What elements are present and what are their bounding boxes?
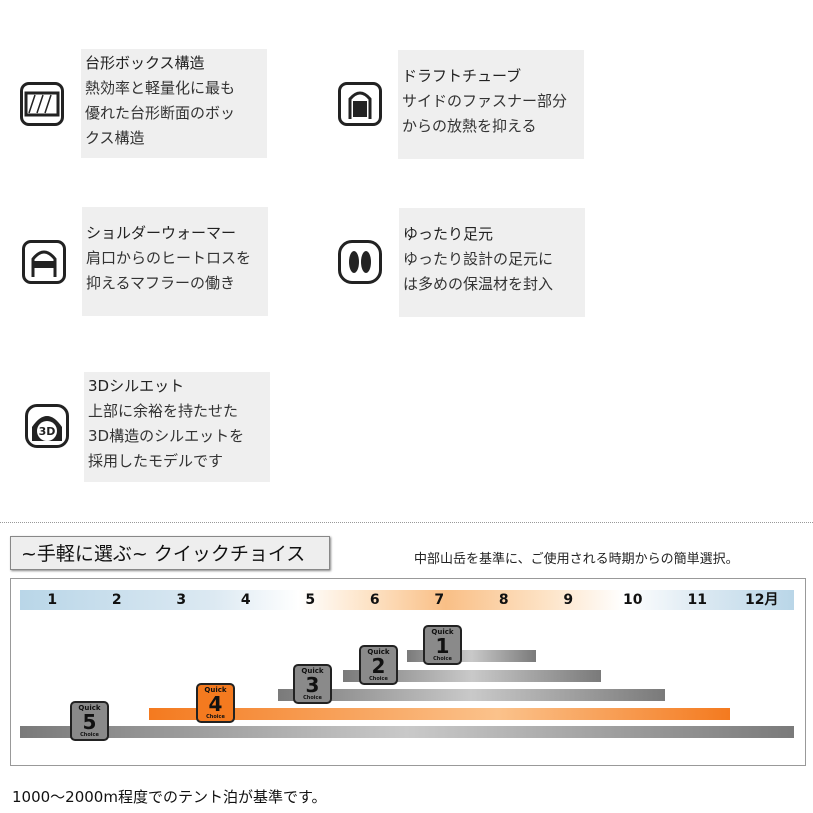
month-label: 6 <box>369 592 380 608</box>
badge-bottom: Choice <box>369 676 388 682</box>
feature-box-trapezoid: 台形ボックス構造 熱効率と軽量化に最も 優れた台形断面のボッ クス構造 <box>81 49 267 158</box>
feature-desc: 優れた台形断面のボッ <box>85 104 236 122</box>
foot-box-icon <box>338 240 382 284</box>
quick-choice-panel <box>10 578 806 766</box>
month-label: 12月 <box>745 592 779 608</box>
badge-top: Quick <box>78 704 101 712</box>
feature-title: 台形ボックス構造 <box>85 54 205 72</box>
badge-bottom: Choice <box>303 695 322 701</box>
feature-desc: 抑えるマフラーの働き <box>86 274 235 292</box>
feature-box-foot: ゆったり足元 ゆったり設計の足元に は多めの保温材を封入 <box>399 208 585 317</box>
draft-tube-icon <box>338 82 382 126</box>
feature-title: ショルダーウォーマー <box>86 224 237 242</box>
badge-bottom: Choice <box>206 714 225 720</box>
badge-top: Quick <box>204 686 227 694</box>
quick-choice-subtitle: 中部山岳を基準に、ご使用される時期からの簡単選択。 <box>414 552 739 567</box>
feature-desc: 熱効率と軽量化に最も <box>85 79 236 97</box>
svg-text:3D: 3D <box>39 425 56 438</box>
quick-choice-3-range-bar <box>278 689 665 701</box>
month-label: 1 <box>47 592 58 608</box>
feature-title: ゆったり足元 <box>403 225 494 243</box>
feature-box-shoulder: ショルダーウォーマー 肩口からのヒートロスを 抑えるマフラーの働き <box>82 207 268 316</box>
badge-top: Quick <box>301 667 324 675</box>
3d-silhouette-icon: 3D <box>25 404 69 448</box>
badge-bottom: Choice <box>80 732 99 738</box>
feature-title: 3Dシルエット <box>88 377 185 395</box>
trapezoid-box-icon <box>20 82 64 126</box>
month-label: 4 <box>240 592 251 608</box>
month-label: 3 <box>176 592 187 608</box>
feature-desc: 肩口からのヒートロスを <box>86 249 252 267</box>
quick-choice-4-range-bar <box>149 708 730 720</box>
month-label: 8 <box>498 592 509 608</box>
month-label: 7 <box>434 592 445 608</box>
feature-desc: 3D構造のシルエットを <box>88 427 245 445</box>
feature-desc: 採用したモデルです <box>88 452 224 470</box>
feature-desc: 上部に余裕を持たせた <box>88 402 239 420</box>
badge-number: 2 <box>371 654 386 678</box>
footer-note: 1000〜2000m程度でのテント泊が基準です。 <box>12 788 327 806</box>
month-strip: 1 2 3 4 5 6 7 8 9 10 11 12月 <box>20 590 794 610</box>
badge-top: Quick <box>431 628 454 636</box>
divider <box>0 522 813 523</box>
badge-number: 4 <box>208 692 223 716</box>
month-label: 9 <box>563 592 574 608</box>
badge-number: 1 <box>435 634 450 658</box>
feature-desc: クス構造 <box>85 129 145 147</box>
quick-choice-2-range-bar <box>342 670 601 682</box>
month-label: 5 <box>305 592 316 608</box>
month-label: 10 <box>623 592 643 608</box>
feature-desc: は多めの保温材を封入 <box>403 275 554 293</box>
feature-desc: からの放熱を抑える <box>402 117 537 135</box>
quick-choice-5-range-bar <box>20 726 794 738</box>
feature-desc: サイドのファスナー部分 <box>402 92 568 110</box>
badge-top: Quick <box>367 648 390 656</box>
feature-desc: ゆったり設計の足元に <box>403 250 554 268</box>
feature-box-draft-tube: ドラフトチューブ サイドのファスナー部分 からの放熱を抑える <box>398 50 584 159</box>
month-label: 2 <box>111 592 122 608</box>
shoulder-warmer-icon <box>22 240 66 284</box>
badge-bottom: Choice <box>433 656 452 662</box>
badge-number: 5 <box>82 710 97 734</box>
badge-number: 3 <box>305 673 320 697</box>
quick-choice-title: ~手軽に選ぶ~ クイックチョイス <box>10 536 330 570</box>
feature-title: ドラフトチューブ <box>402 67 522 85</box>
feature-box-3d: 3Dシルエット 上部に余裕を持たせた 3D構造のシルエットを 採用したモデルです <box>84 372 270 482</box>
month-label: 11 <box>687 592 707 608</box>
